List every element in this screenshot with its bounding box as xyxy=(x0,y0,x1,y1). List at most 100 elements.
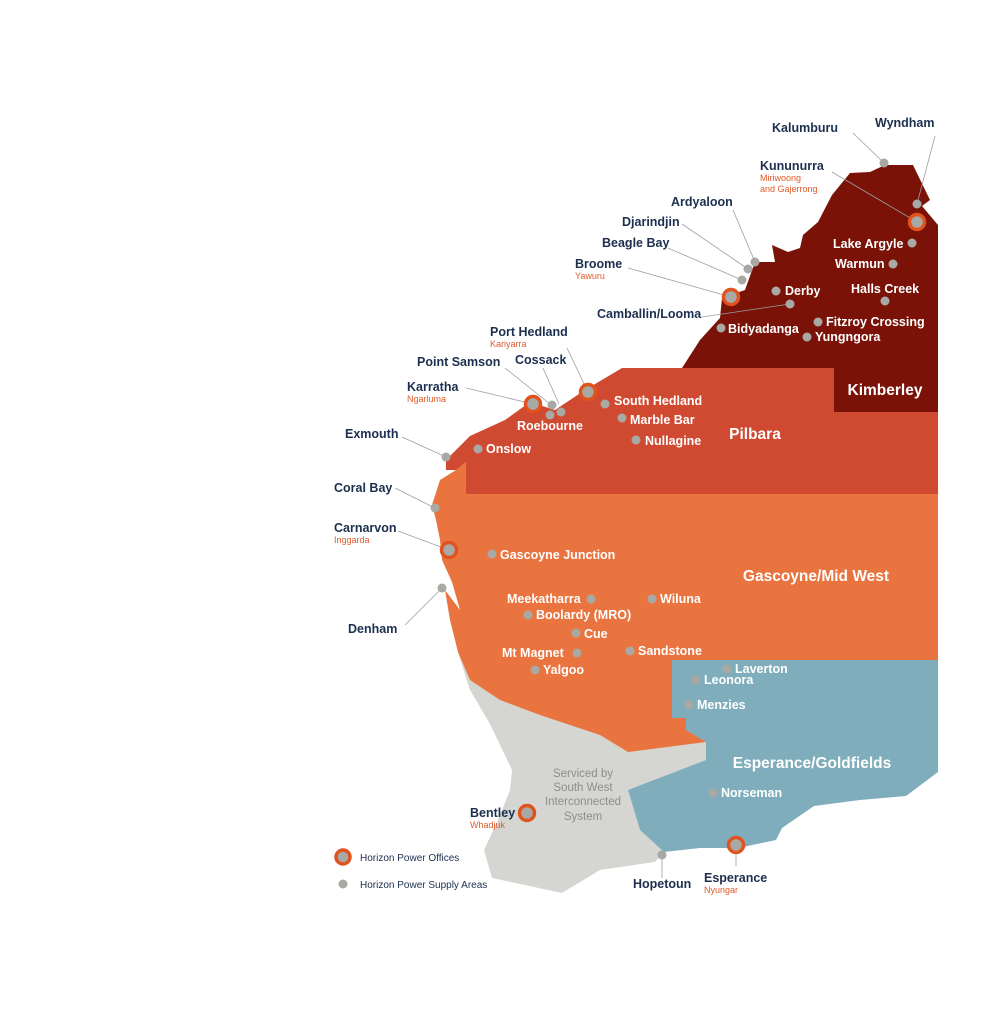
supply-dot-cue xyxy=(571,628,581,638)
supply-dot-hopetoun xyxy=(657,850,667,860)
office-ring-kununurra xyxy=(907,212,927,232)
office-ring-port-hedland xyxy=(578,382,598,402)
supply-dot-camballin xyxy=(785,299,795,309)
label-hopetoun: Hopetoun xyxy=(633,877,691,891)
label-karratha: Karratha xyxy=(407,380,459,394)
legend: Horizon Power Offices Horizon Power Supp… xyxy=(334,848,487,891)
label-norseman: Norseman xyxy=(721,786,782,800)
office-ring-karratha xyxy=(523,394,543,414)
supply-dot-kalumburu xyxy=(879,158,889,168)
label-laverton: Laverton xyxy=(735,662,788,676)
label-kununurra: Kununurra xyxy=(760,159,825,173)
supply-dot-nullagine xyxy=(631,435,641,445)
supply-dot-leonora xyxy=(691,675,701,685)
svg-text:System: System xyxy=(564,811,602,823)
label-point-samson: Point Samson xyxy=(417,355,500,369)
office-ring-broome xyxy=(721,287,741,307)
legend-office-icon xyxy=(334,848,352,866)
legend-supply-label: Horizon Power Supply Areas xyxy=(360,880,487,891)
label-karratha-sub: Ngarluma xyxy=(407,394,446,404)
supply-dot-onslow xyxy=(473,444,483,454)
supply-dot-wyndham xyxy=(912,199,922,209)
label-bidyadanga: Bidyadanga xyxy=(728,322,800,336)
label-menzies: Menzies xyxy=(697,698,746,712)
office-ring-bentley xyxy=(517,803,537,823)
legend-supply-icon xyxy=(338,879,348,889)
internal-place-labels: Lake Argyle Warmun Halls Creek Derby Fit… xyxy=(486,237,925,800)
label-nullagine: Nullagine xyxy=(645,434,701,448)
region-label-gascoyne: Gascoyne/Mid West xyxy=(743,568,889,585)
label-wyndham: Wyndham xyxy=(875,116,935,130)
svg-text:Interconnected: Interconnected xyxy=(545,796,621,808)
label-djarindjin: Djarindjin xyxy=(622,215,680,229)
label-leonora: Leonora xyxy=(704,673,754,687)
label-bentley: Bentley xyxy=(470,806,515,820)
label-kununurra-sub1: Miriwoong xyxy=(760,173,801,183)
label-yalgoo: Yalgoo xyxy=(543,663,584,677)
label-fitzroy: Fitzroy Crossing xyxy=(826,315,925,329)
office-ring-esperance xyxy=(726,835,746,855)
leader-lines xyxy=(394,132,936,878)
legend-offices-label: Horizon Power Offices xyxy=(360,853,459,864)
supply-dot-wiluna xyxy=(647,594,657,604)
region-label-esperance: Esperance/Goldfields xyxy=(733,755,892,772)
label-onslow: Onslow xyxy=(486,442,531,456)
supply-dot-sandstone xyxy=(625,646,635,656)
supply-dot-meekatharra xyxy=(586,594,596,604)
supply-dot-mt-magnet xyxy=(572,648,582,658)
label-camballin: Camballin/Looma xyxy=(597,307,702,321)
label-wiluna: Wiluna xyxy=(660,592,702,606)
region-southwest xyxy=(458,652,706,893)
label-meekatharra: Meekatharra xyxy=(507,592,582,606)
supply-dot-gascoyne-junction xyxy=(487,549,497,559)
supply-dot-ardyaloon xyxy=(750,257,760,267)
supply-dot-beagle-bay xyxy=(737,275,747,285)
supply-dot-lake-argyle xyxy=(907,238,917,248)
supply-dot-menzies xyxy=(684,700,694,710)
label-cossack: Cossack xyxy=(515,353,566,367)
label-sandstone: Sandstone xyxy=(638,644,702,658)
supply-dot-point-samson xyxy=(547,400,557,410)
label-marble-bar: Marble Bar xyxy=(630,413,695,427)
label-esperance: Esperance xyxy=(704,871,767,885)
label-roebourne: Roebourne xyxy=(517,419,583,433)
supply-dot-bidyadanga xyxy=(716,323,726,333)
label-gascoyne-junction: Gascoyne Junction xyxy=(500,548,615,562)
label-ardyaloon: Ardyaloon xyxy=(671,195,733,209)
supply-dot-yalgoo xyxy=(530,665,540,675)
label-bentley-sub: Whadjuk xyxy=(470,820,506,830)
supply-dot-norseman xyxy=(708,788,718,798)
external-place-labels: Kalumburu Wyndham Kununurra Miriwoong an… xyxy=(334,116,935,895)
region-esperance-goldfields xyxy=(628,660,938,852)
supply-dot-coral-bay xyxy=(430,503,440,513)
supply-dot-warmun xyxy=(888,259,898,269)
label-carnarvon: Carnarvon xyxy=(334,521,397,535)
supply-dot-halls-creek xyxy=(880,296,890,306)
svg-text:Serviced by: Serviced by xyxy=(553,768,613,780)
label-carnarvon-sub: Inggarda xyxy=(334,535,370,545)
supply-dot-roebourne xyxy=(545,410,555,420)
swis-note: Serviced by South West Interconnected Sy… xyxy=(545,768,621,823)
supply-dot-exmouth xyxy=(441,452,451,462)
label-port-hedland-sub: Kariyarra xyxy=(490,339,527,349)
office-ring-carnarvon xyxy=(439,540,459,560)
label-derby: Derby xyxy=(785,284,820,298)
region-pilbara xyxy=(446,368,938,494)
label-boolardy: Boolardy (MRO) xyxy=(536,608,631,622)
label-beagle-bay: Beagle Bay xyxy=(602,236,669,250)
supply-dot-denham xyxy=(437,583,447,593)
label-warmun: Warmun xyxy=(835,257,885,271)
label-cue: Cue xyxy=(584,627,608,641)
supply-dot-boolardy xyxy=(523,610,533,620)
supply-dot-derby xyxy=(771,286,781,296)
label-denham: Denham xyxy=(348,622,397,636)
label-kalumburu: Kalumburu xyxy=(772,121,838,135)
label-exmouth: Exmouth xyxy=(345,427,398,441)
label-mt-magnet: Mt Magnet xyxy=(502,646,565,660)
label-halls-creek: Halls Creek xyxy=(851,282,919,296)
label-yungngora: Yungngora xyxy=(815,330,881,344)
supply-dot-marble-bar xyxy=(617,413,627,423)
label-kununurra-sub2: and Gajerrong xyxy=(760,184,818,194)
supply-dot-laverton xyxy=(722,664,732,674)
